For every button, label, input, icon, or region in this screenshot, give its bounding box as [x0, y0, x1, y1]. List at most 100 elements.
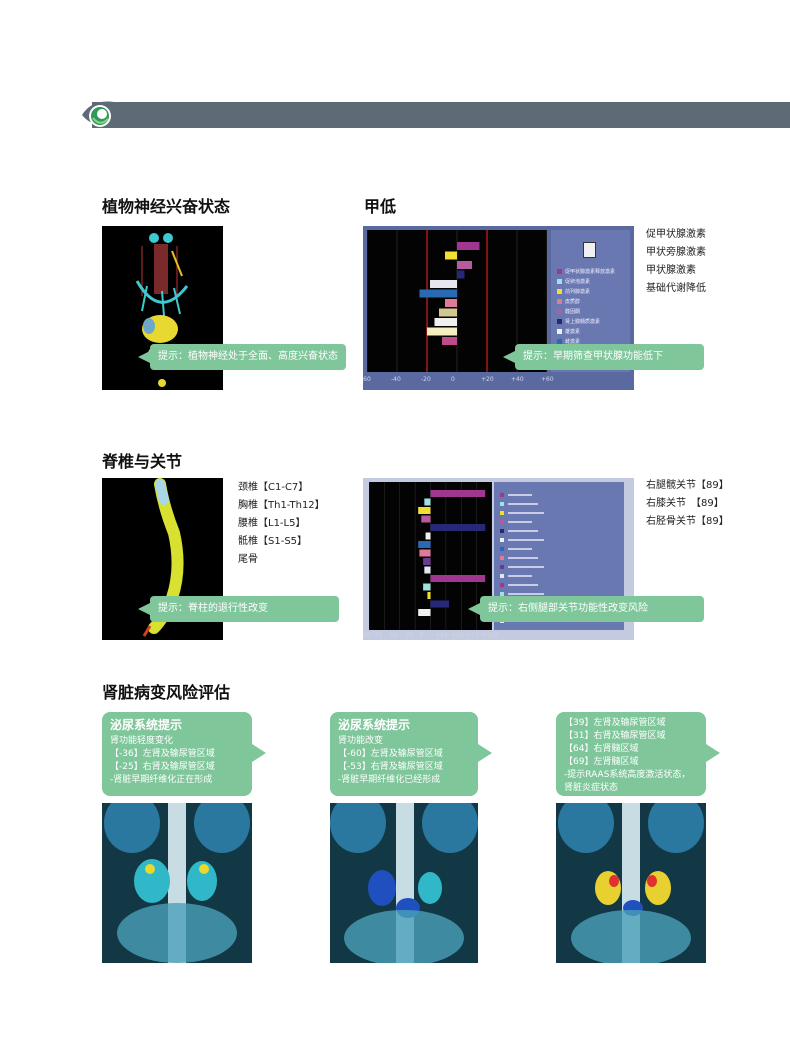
legend-swatch — [500, 564, 504, 569]
legend-item — [500, 526, 544, 535]
autonomic-tip: 提示：植物神经处于全面、高度兴奋状态 — [138, 344, 346, 370]
legend-item: 雌激素 — [557, 336, 615, 346]
legend-item: 雄激素 — [557, 326, 615, 336]
chart-bar — [445, 251, 457, 260]
bubble-line: 【39】左肾及输尿管区域 — [564, 718, 666, 728]
bubble-line: -肾脏早期纤维化正在形成 — [110, 775, 213, 785]
thyroid-tip: 提示：早期筛查甲状腺功能低下 — [503, 344, 704, 370]
legend-label: 醛固酮 — [565, 308, 581, 315]
chart-bar — [427, 592, 431, 599]
legend-item: 醛固酮 — [557, 306, 615, 316]
legend-label — [508, 520, 532, 523]
bubble-line: 【69】左肾髓区域 — [564, 757, 639, 767]
axis-tick-label: +40 — [511, 376, 524, 383]
axis-tick-label: +75 — [466, 632, 480, 639]
joint-label: 右膝关节 【89】 — [646, 498, 724, 509]
legend-label: 肾上腺髓质激素 — [565, 318, 601, 325]
chart-bar — [457, 242, 480, 250]
kidney-bubble-2: 泌尿系统提示 肾功能改变 【-60】左肾及输尿管区域 【-53】右肾及输尿管区域… — [330, 712, 492, 796]
autonomic-title: 植物神经兴奋状态 — [102, 197, 231, 216]
spine-segment: 骶椎【S1-S5】 — [238, 536, 308, 547]
legend-item — [500, 517, 544, 526]
chart-bar — [425, 532, 431, 540]
axis-tick-label: -100 — [363, 632, 371, 639]
legend-swatch — [557, 328, 562, 334]
legend-item — [500, 535, 544, 544]
bubble-line: 【31】右肾及输尿管区域 — [564, 731, 666, 741]
legend-item — [500, 508, 544, 517]
legend-label: 皮质醇 — [565, 298, 581, 305]
legend-item — [500, 553, 544, 562]
chart-bar — [424, 498, 431, 506]
joint-plot-area — [368, 482, 493, 630]
legend-item — [500, 580, 544, 589]
bubble-title: 泌尿系统提示 — [338, 718, 411, 732]
kidney-body-image-2 — [330, 803, 478, 963]
thyroid-chart: 促甲状腺激素释放激素促卵泡激素前列腺激素皮质醇醛固酮肾上腺髓质激素雄激素雌激素胰… — [363, 226, 634, 390]
kidney-body-image-3 — [556, 803, 706, 963]
legend-label: 促卵泡激素 — [565, 278, 591, 285]
legend-label — [508, 511, 544, 514]
legend-item: 皮质醇 — [557, 296, 615, 306]
chart-bar — [457, 270, 465, 279]
chart-bar — [427, 327, 457, 336]
document-icon — [583, 242, 596, 258]
thyroid-label: 促甲状腺激素 — [646, 229, 706, 240]
joint-label: 右腿髋关节【89】 — [646, 480, 729, 491]
legend-item — [500, 499, 544, 508]
axis-tick-label: -20 — [421, 376, 431, 383]
kidney-bubble-1: 泌尿系统提示 肾功能轻度变化 【-36】左肾及输尿管区域 【-25】右肾及输尿管… — [102, 712, 266, 796]
chart-bar — [439, 308, 457, 317]
spine-segment: 颈椎【C1-C7】 — [238, 482, 309, 493]
spine-segments: 颈椎【C1-C7】 胸椎【Th1-Th12】 腰椎【L1-L5】 骶椎【S1-S… — [238, 479, 325, 569]
chart-bar — [430, 490, 486, 497]
thyroid-title: 甲低 — [364, 197, 397, 216]
axis-tick-label: +100 — [482, 632, 499, 639]
chart-bar — [423, 558, 431, 565]
joint-tip: 提示：右侧腿部关节功能性改变风险 — [468, 596, 704, 622]
legend-swatch — [557, 308, 562, 314]
spine-segment: 胸椎【Th1-Th12】 — [238, 500, 325, 511]
legend-item — [500, 562, 544, 571]
legend-swatch — [557, 338, 562, 344]
chart-bar — [430, 600, 449, 608]
thyroid-label: 甲状旁腺激素 — [646, 247, 706, 258]
legend-swatch — [500, 528, 504, 533]
legend-label: 雌激素 — [565, 338, 581, 345]
thyroid-side-labels: 促甲状腺激素 甲状旁腺激素 甲状腺激素 基础代谢降低 — [646, 226, 706, 298]
spine-segment: 尾骨 — [238, 554, 258, 565]
bubble-line: 【64】右肾髓区域 — [564, 744, 639, 754]
axis-tick-label: +25 — [435, 632, 448, 639]
bubble-line: 【-60】左肾及输尿管区域 — [338, 749, 443, 759]
chart-bar — [418, 609, 431, 616]
legend-swatch — [500, 546, 504, 551]
kidney-bubble-3: 【39】左肾及输尿管区域 【31】右肾及输尿管区域 【64】右肾髓区域 【69】… — [556, 712, 720, 796]
axis-tick-label: +20 — [481, 376, 494, 383]
legend-swatch — [557, 288, 562, 294]
kidney-title: 肾脏病变风险评估 — [102, 683, 231, 702]
legend-label — [508, 592, 544, 595]
legend-label — [508, 556, 538, 559]
legend-label: 前列腺激素 — [565, 288, 591, 295]
legend-item: 促甲状腺激素释放激素 — [557, 266, 615, 276]
legend-swatch — [500, 501, 504, 506]
legend-swatch — [500, 537, 504, 542]
legend-label — [508, 502, 538, 505]
axis-tick-label: -50 — [388, 632, 399, 639]
chart-bar — [457, 261, 472, 269]
legend-label — [508, 574, 532, 577]
header-bar — [92, 102, 790, 128]
legend-item: 前列腺激素 — [557, 286, 615, 296]
axis-tick-label: +60 — [541, 376, 554, 383]
chart-bar — [418, 507, 431, 514]
axis-tick-label: -75 — [372, 632, 383, 639]
chart-bar — [445, 299, 457, 307]
spine-title: 脊椎与关节 — [102, 452, 183, 471]
bubble-line: -提示RAAS系统高度激活状态， — [564, 770, 691, 780]
legend-swatch — [500, 510, 504, 515]
bubble-title: 泌尿系统提示 — [110, 718, 183, 732]
legend-label — [508, 565, 544, 568]
legend-label — [508, 493, 532, 496]
axis-tick-label: -25 — [403, 632, 414, 639]
spine-tip: 提示：脊柱的退行性改变 — [138, 596, 339, 622]
